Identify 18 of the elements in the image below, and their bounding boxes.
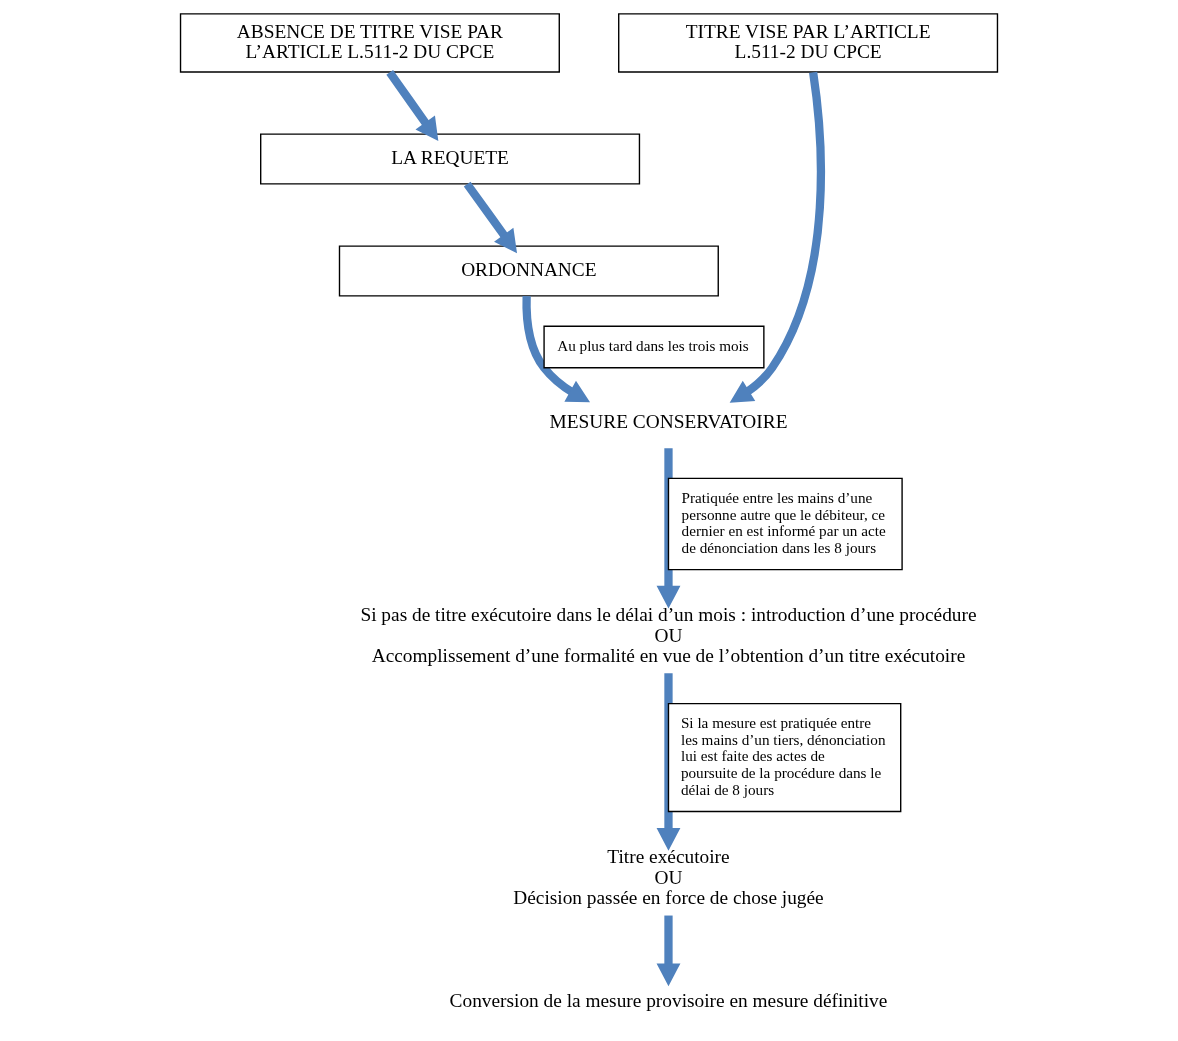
node-text: Conversion de la mesure provisoire en mesure définitive [449, 990, 888, 1012]
arrow [729, 71, 825, 403]
node-text: Si pas de titre exécutoire dans le délai d’un mois : introduction d’une procédure OU Accomplissement d’une formalité en vue de l’obtention d’un titre exécutoire [360, 603, 977, 667]
node-box: ORDONNANCE [338, 245, 719, 297]
edge-label: Si la mesure est pratiquée entre les mains d’un tiers, dénonciation lui est faite des actes de poursuite de la procédure dans le délai de 8 jours [680, 714, 886, 798]
node-text: MESURE CONSERVATOIRE [549, 411, 788, 433]
node-text: Titre exécutoire OU Décision passée en force de chose jugée [513, 845, 824, 909]
edge-label: Au plus tard dans les trois mois [557, 336, 749, 354]
arrow [522, 295, 591, 403]
arrow [656, 673, 681, 851]
node-box: ABSENCE DE TITRE VISE PAR L’ARTICLE L.511-2 DU CPCE [179, 13, 560, 73]
arrow [656, 448, 681, 609]
arrow [386, 69, 439, 142]
arrow [463, 181, 518, 254]
node-box: TITRE VISE PAR L’ARTICLE L.511-2 DU CPCE [618, 13, 999, 73]
edge-label: Pratiquée entre les mains d’une personne autre que le débiteur, ce dernier en est informé par un acte de dénonciation dans les 8 jours [681, 488, 886, 556]
arrow [656, 915, 681, 987]
node-box: LA REQUETE [260, 133, 641, 185]
